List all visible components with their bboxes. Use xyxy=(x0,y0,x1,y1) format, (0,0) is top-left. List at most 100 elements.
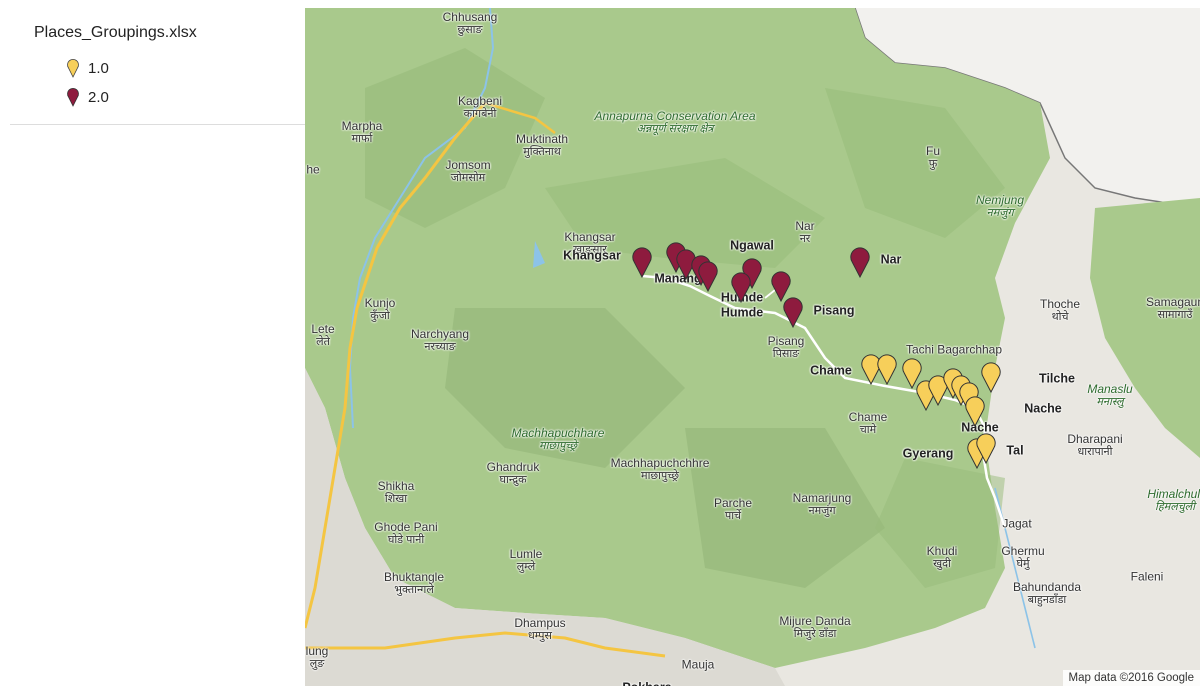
place-name: Machhapuchhare xyxy=(511,426,605,440)
map-pin-icon xyxy=(783,297,803,328)
maroon-map-marker[interactable] xyxy=(631,246,653,278)
legend-item-group-1[interactable]: 1.0 xyxy=(66,57,109,79)
place-name: Annapurna Conservation Area xyxy=(594,109,756,123)
place-name: Tal xyxy=(1006,443,1024,458)
place-label: Pokhara xyxy=(622,681,671,686)
place-name-devanagari: थोचे xyxy=(1051,311,1069,323)
map-pin-icon xyxy=(698,261,718,292)
place-name-devanagari: चामे xyxy=(859,424,877,436)
yellow-map-marker[interactable] xyxy=(901,357,923,389)
map-pin-icon xyxy=(731,272,751,303)
maroon-map-marker[interactable] xyxy=(697,260,719,292)
place-name-devanagari: सामागाउँ xyxy=(1157,309,1193,321)
place-label: Nar xyxy=(880,252,902,267)
place-name-devanagari: माछापुच्छ्रे xyxy=(538,440,577,452)
place-name: Mijure Danda xyxy=(779,614,851,628)
map-base xyxy=(305,8,1200,686)
place-name: Marpha xyxy=(341,119,383,133)
place-name-devanagari: कागबेनी xyxy=(463,108,497,120)
place-label: Khangsar xyxy=(563,248,621,263)
maroon-map-marker[interactable] xyxy=(730,271,752,303)
yellow-map-marker[interactable] xyxy=(876,353,898,385)
place-name-devanagari: पार्चे xyxy=(724,510,742,522)
place-name-devanagari: माछापुच्छ्रे xyxy=(640,470,679,482)
legend-item-group-2[interactable]: 2.0 xyxy=(66,86,109,108)
place-name-devanagari: जोमसोम xyxy=(450,172,486,184)
map-pin-icon xyxy=(981,362,1001,393)
place-name: Mauja xyxy=(681,657,715,672)
place-label: Gyerang xyxy=(903,447,954,461)
yellow-map-marker[interactable] xyxy=(964,395,986,427)
place-name: Nache xyxy=(1024,401,1062,416)
yellow-map-marker[interactable] xyxy=(980,361,1002,393)
place-name-devanagari: मनास्लु xyxy=(1096,396,1124,408)
place-label: Mauja xyxy=(681,657,715,672)
place-name: Namarjung xyxy=(792,491,852,505)
place-name-devanagari: लुङ xyxy=(309,658,325,670)
place-name-devanagari: घेर्मु xyxy=(1016,558,1030,570)
place-name: Humde xyxy=(720,305,764,320)
place-name: Dhampus xyxy=(514,616,566,630)
place-name-devanagari: नमजुंग xyxy=(986,207,1014,219)
place-name: Lumle xyxy=(509,547,543,561)
maroon-map-marker[interactable] xyxy=(741,257,763,289)
place-name: Lete xyxy=(311,322,335,336)
place-name-devanagari: लुम्ले xyxy=(516,561,536,573)
maroon-map-marker[interactable] xyxy=(849,246,871,278)
place-name-devanagari: मार्फा xyxy=(351,133,373,145)
place-name-devanagari: मुक्तिनाथ xyxy=(523,146,561,158)
yellow-map-marker[interactable] xyxy=(958,381,980,413)
place-name: Shikha xyxy=(377,479,415,493)
yellow-pin-icon xyxy=(67,59,79,78)
place-name-devanagari: घान्द्रुक xyxy=(499,474,527,486)
place-name: Tachi Bagarchhap xyxy=(905,342,1003,357)
place-name-devanagari: नमजुंग xyxy=(808,505,836,517)
yellow-map-marker[interactable] xyxy=(975,432,997,464)
place-name: Jagat xyxy=(1002,516,1032,531)
place-name: Himalchuli xyxy=(1147,487,1200,501)
place-label: Tachi Bagarchhap xyxy=(905,342,1003,357)
place-name-devanagari: शिखा xyxy=(384,493,408,505)
place-label: Nache xyxy=(961,421,999,435)
legend-title: Places_Groupings.xlsx xyxy=(34,24,197,41)
place-name: Bhuktangle xyxy=(383,570,445,584)
place-name-devanagari: अन्नपूर्ण संरक्षण क्षेत्र xyxy=(636,123,714,135)
place-name-devanagari: नर xyxy=(799,233,811,245)
map-pin-icon xyxy=(976,433,996,464)
place-name: Nar xyxy=(880,252,902,267)
place-name-devanagari: छुसाङ xyxy=(457,24,483,36)
maroon-map-marker[interactable] xyxy=(770,270,792,302)
map-pin-icon xyxy=(632,247,652,278)
place-name: Nar xyxy=(795,219,815,233)
place-label: Pisang xyxy=(814,304,855,318)
place-name: Khangsar xyxy=(563,248,621,263)
place-name: Nemjung xyxy=(975,193,1025,207)
place-name: Faleni xyxy=(1130,569,1164,584)
maroon-map-marker[interactable] xyxy=(782,296,804,328)
place-name-devanagari: धारापानी xyxy=(1077,446,1113,458)
place-name: Ghandruk xyxy=(486,460,540,474)
place-name: Pokhara xyxy=(622,681,671,686)
place-name-devanagari: धम्पुस xyxy=(528,630,552,642)
